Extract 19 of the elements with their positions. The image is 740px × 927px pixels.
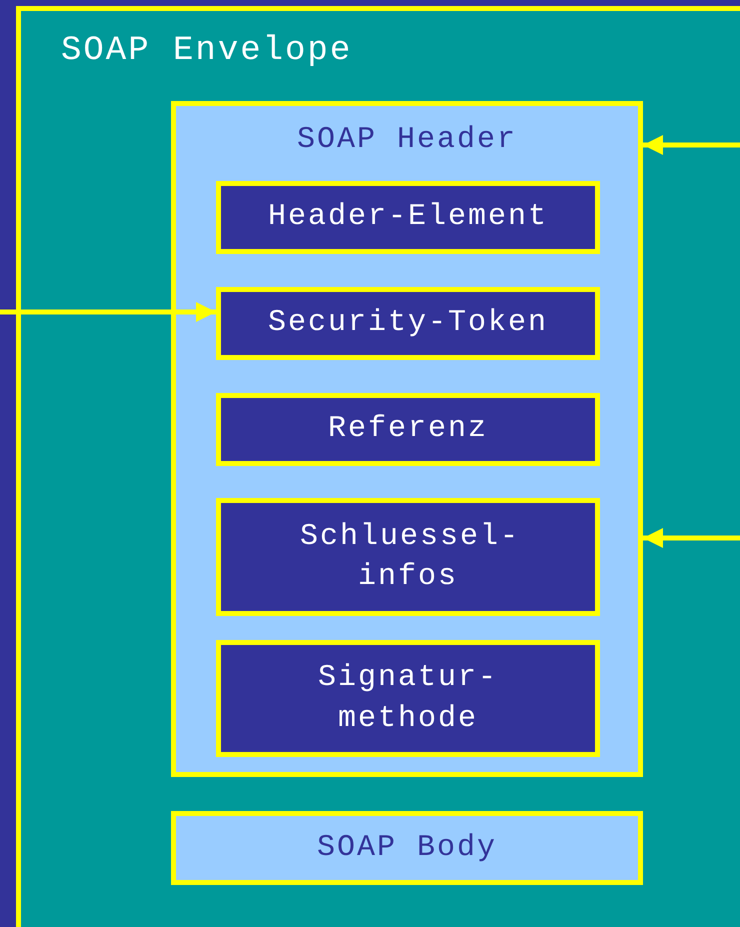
node-label: Header-Element <box>268 199 548 236</box>
header-box <box>171 101 643 777</box>
arrow <box>643 135 740 155</box>
node-label: Referenz <box>328 411 488 448</box>
element-box <box>216 393 600 466</box>
arrow <box>643 528 740 548</box>
node-label: Signatur- methode <box>316 660 500 738</box>
element-box <box>216 498 600 616</box>
element-box <box>216 287 600 360</box>
node-label: SOAP Body <box>316 830 498 867</box>
node-label: Security-Token <box>268 305 548 342</box>
node-label: Schluessel- infos <box>300 518 516 596</box>
envelope-box <box>16 6 740 927</box>
body-box <box>171 811 643 885</box>
arrow <box>0 302 216 322</box>
group-title: SOAP Envelope <box>61 31 352 72</box>
element-box <box>216 640 600 757</box>
element-box <box>216 181 600 254</box>
group-title: SOAP Header <box>296 122 518 159</box>
